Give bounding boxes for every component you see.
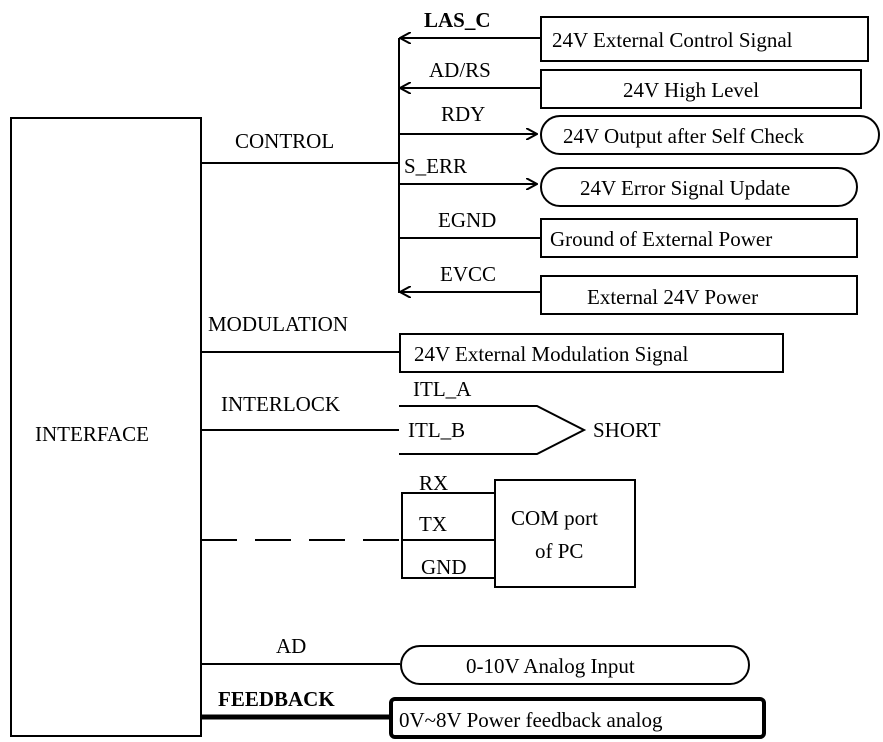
com-rx: RX (419, 471, 449, 495)
target-evcc: External 24V Power (587, 285, 759, 309)
modulation-target-box: 24V External Modulation Signal (399, 333, 784, 373)
com-port-title: COM port (511, 506, 598, 530)
signal-s-err: S_ERR (404, 154, 468, 178)
com-gnd: GND (421, 555, 467, 579)
ad-target: 0-10V Analog Input (466, 654, 635, 678)
target-box-rdy: 24V Output after Self Check (540, 115, 880, 155)
interlock-pin-b: ITL_B (408, 418, 466, 442)
modulation-target: 24V External Modulation Signal (414, 342, 689, 366)
signal-evcc: EVCC (440, 262, 497, 286)
interlock-label: INTERLOCK (221, 392, 340, 416)
interlock-connector (399, 405, 587, 455)
target-box-egnd: Ground of External Power (540, 218, 858, 258)
target-ad-rs: 24V High Level (623, 78, 760, 102)
feedback-target: 0V~8V Power feedback analog (399, 708, 663, 732)
com-tx: TX (419, 512, 447, 536)
signal-ad-rs: AD/RS (429, 58, 491, 82)
ad-target-box: 0-10V Analog Input (400, 645, 750, 685)
modulation-label: MODULATION (208, 312, 348, 336)
signal-egnd: EGND (438, 208, 497, 232)
interface-block (10, 117, 202, 737)
interface-label: INTERFACE (35, 422, 149, 446)
target-box-las-c: 24V External Control Signal (540, 16, 869, 62)
interlock-short: SHORT (593, 418, 661, 442)
com-bracket (401, 492, 495, 579)
target-egnd: Ground of External Power (550, 227, 773, 251)
com-port-box (494, 479, 636, 588)
target-box-evcc: External 24V Power (540, 275, 858, 315)
target-box-s-err: 24V Error Signal Update (540, 167, 858, 207)
target-rdy: 24V Output after Self Check (563, 124, 805, 148)
signal-las-c: LAS_C (424, 8, 491, 32)
ad-label: AD (276, 634, 307, 658)
control-label: CONTROL (235, 129, 335, 153)
signal-rdy: RDY (441, 102, 486, 126)
target-s-err: 24V Error Signal Update (580, 176, 791, 200)
interlock-pin-a: ITL_A (413, 377, 472, 401)
feedback-target-box: 0V~8V Power feedback analog (389, 697, 766, 739)
feedback-label: FEEDBACK (218, 687, 335, 711)
com-port-subtitle: of PC (535, 539, 584, 563)
target-las-c: 24V External Control Signal (552, 28, 793, 52)
target-box-ad-rs: 24V High Level (540, 69, 862, 109)
